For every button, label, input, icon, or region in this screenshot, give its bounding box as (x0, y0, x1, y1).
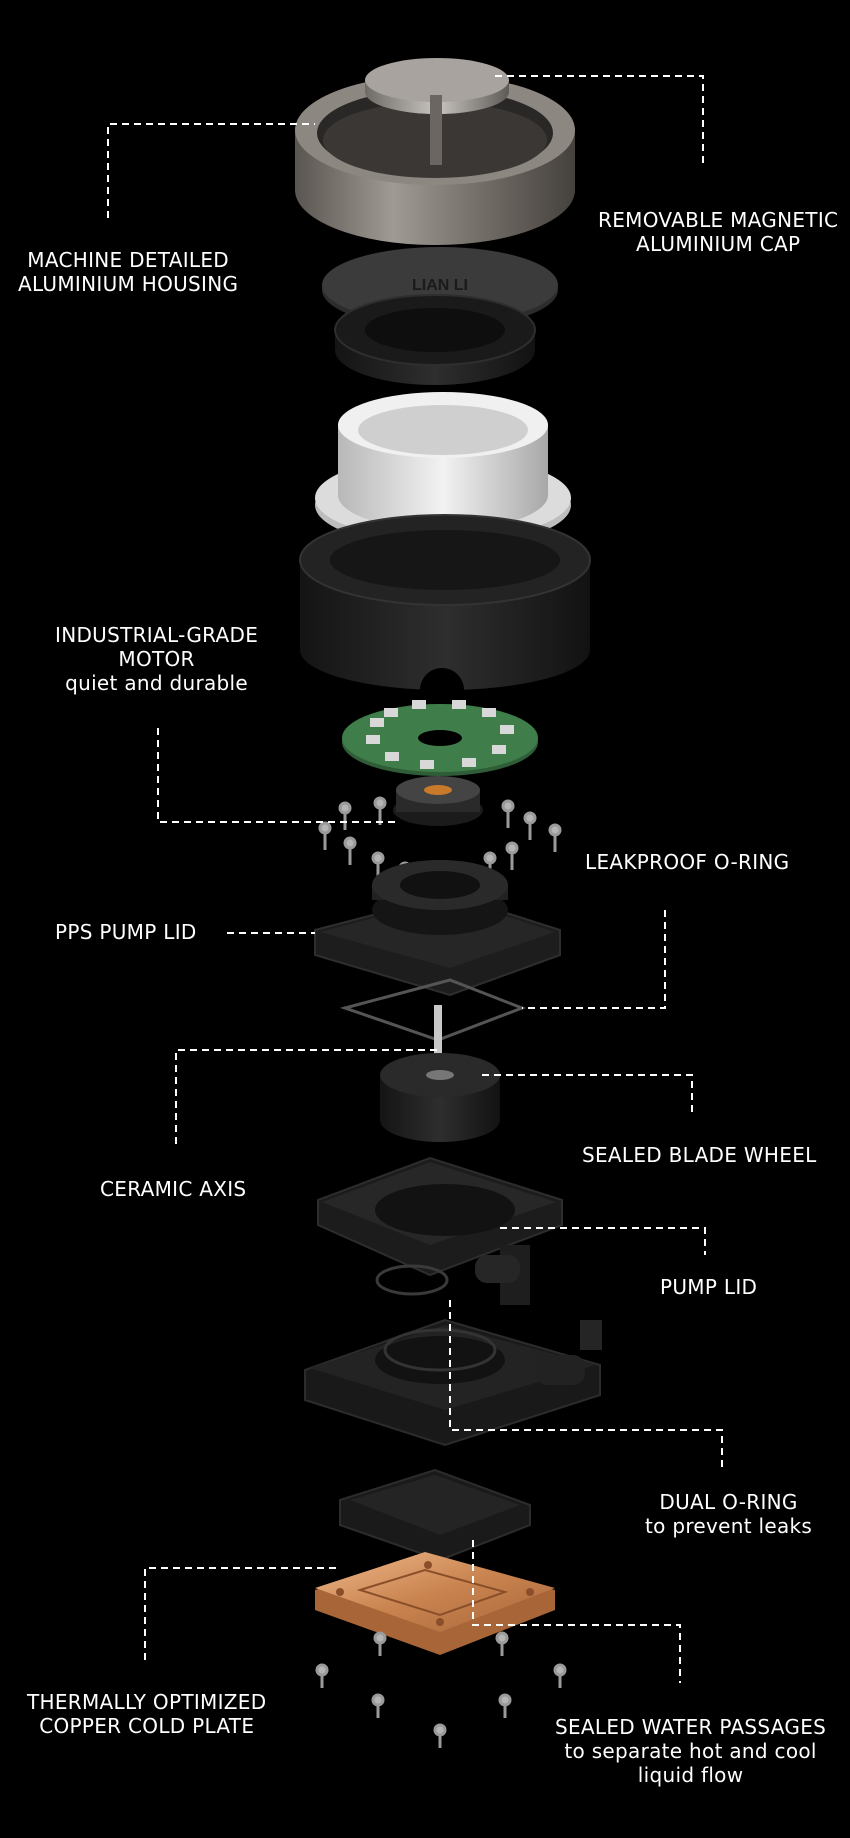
screws-lower (315, 1631, 567, 1748)
label-pump-lid: PUMP LID (660, 1275, 758, 1299)
leader-water-passages (472, 1540, 681, 1683)
leader-cap (495, 75, 704, 168)
ring-holder (334, 294, 536, 385)
label-ceramic-axis: CERAMIC AXIS (100, 1177, 247, 1201)
leader-pump-lid (500, 1227, 706, 1255)
logo-text: LIAN LI (412, 277, 468, 294)
label-leakproof-oring: LEAKPROOF O-RING (585, 850, 790, 874)
leader-ceramic-axis (175, 1049, 438, 1144)
leader-housing (107, 123, 315, 218)
label-cold-plate: THERMALLY OPTIMIZED COPPER COLD PLATE (27, 1690, 267, 1738)
label-dual-oring: DUAL O-RING to prevent leaks (645, 1490, 813, 1538)
leader-motor (157, 728, 400, 823)
leader-oring (522, 910, 666, 1009)
label-removable-cap: REMOVABLE MAGNETIC ALUMINIUM CAP (598, 208, 839, 256)
label-water-passages: SEALED WATER PASSAGES to separate hot an… (555, 1715, 827, 1787)
magnetic-cap (365, 58, 509, 165)
motor-pcb (342, 700, 538, 776)
label-motor: INDUSTRIAL-GRADE MOTOR quiet and durable (55, 623, 259, 695)
label-blade-wheel: SEALED BLADE WHEEL (582, 1143, 817, 1167)
pump-lid (317, 1156, 563, 1305)
label-housing: MACHINE DETAILED ALUMINIUM HOUSING (18, 248, 239, 296)
pump-body (304, 1318, 602, 1447)
ceramic-axis-shaft (434, 1005, 442, 1065)
motor-base (299, 514, 591, 700)
leader-dual-oring (449, 1300, 723, 1468)
pps-pump-lid (314, 860, 561, 997)
leader-blade-wheel (482, 1074, 693, 1115)
leader-lines (107, 75, 723, 1683)
blade-wheel (380, 1053, 500, 1142)
inner-plate (339, 1468, 531, 1562)
copper-cold-plate (315, 1552, 555, 1655)
leader-cold-plate (144, 1567, 340, 1660)
stator (393, 776, 483, 826)
label-pps-pump-lid: PPS PUMP LID (55, 920, 197, 944)
